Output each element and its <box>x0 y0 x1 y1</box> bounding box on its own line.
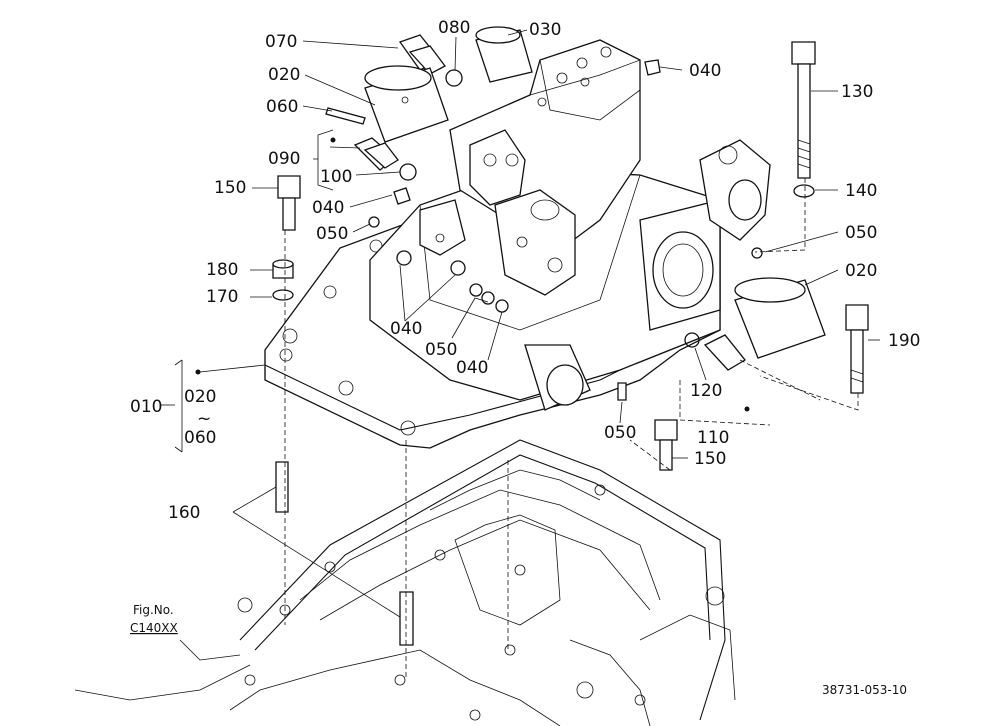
bolt-190 <box>845 304 869 394</box>
sleeve-030 <box>475 26 533 83</box>
callout-140: 140 <box>845 181 877 201</box>
reference-dots <box>195 137 750 412</box>
assembly-lines <box>284 178 859 680</box>
plug-050-right <box>751 247 763 259</box>
callout-050-left: 050 <box>316 224 348 244</box>
callout-010: 010 <box>130 397 162 417</box>
o-ring-080 <box>445 69 463 87</box>
callout-060-pin: 060 <box>266 97 298 117</box>
callout-040-left: 040 <box>312 198 344 218</box>
plug-040-top <box>644 59 661 76</box>
stud-160-left <box>275 461 289 513</box>
bolt-150-right <box>654 419 678 471</box>
fitting-070 <box>398 34 446 75</box>
leader-lines <box>160 29 880 661</box>
fig-no-label: Fig.No. <box>133 603 174 617</box>
callout-090: 090 <box>268 149 300 169</box>
callout-050-lower: 050 <box>604 423 636 443</box>
pin-060 <box>325 107 366 125</box>
plug-050-lower <box>617 382 627 401</box>
drawing-code: 38731-053-10 <box>822 683 907 697</box>
o-ring-120 <box>684 332 700 348</box>
callout-050-center: 050 <box>425 340 457 360</box>
bolt-130 <box>791 41 816 179</box>
plug-050-left <box>368 216 380 228</box>
plug-cluster <box>396 250 509 313</box>
callout-020-upper: 020 <box>268 65 300 85</box>
callout-160: 160 <box>168 503 200 523</box>
o-ring-100 <box>399 163 417 181</box>
transmission-case-drawing <box>74 439 736 726</box>
callout-150-right: 150 <box>694 449 726 469</box>
fitting-110 <box>703 334 746 371</box>
fitting-090 <box>353 137 399 171</box>
bushing-020-upper <box>364 65 449 143</box>
fig-no-value: C140XX <box>130 621 178 635</box>
callout-060-range: 060 <box>184 428 216 448</box>
stud-160-right <box>399 591 414 646</box>
control-valve <box>419 39 771 296</box>
bolt-150-left <box>277 175 301 231</box>
callout-120: 120 <box>690 381 722 401</box>
bushing-020-lower <box>734 277 826 359</box>
nut-180 <box>272 259 294 279</box>
callout-130: 130 <box>841 82 873 102</box>
callout-040-lower: 040 <box>456 358 488 378</box>
callout-100: 100 <box>320 167 352 187</box>
callout-110: 110 <box>697 428 729 448</box>
callout-150-left: 150 <box>214 178 246 198</box>
callout-180: 180 <box>206 260 238 280</box>
callout-070: 070 <box>265 32 297 52</box>
plug-040-left <box>393 187 411 205</box>
callout-190: 190 <box>888 331 920 351</box>
washer-170 <box>272 289 294 301</box>
callout-050-right: 050 <box>845 223 877 243</box>
range-tilde: ~ <box>197 409 211 429</box>
callout-040-top: 040 <box>689 61 721 81</box>
callout-170: 170 <box>206 287 238 307</box>
callout-030: 030 <box>529 20 561 40</box>
callout-020-range: 020 <box>184 387 216 407</box>
callout-040-center: 040 <box>390 319 422 339</box>
callout-020-lower: 020 <box>845 261 877 281</box>
callout-080: 080 <box>438 18 470 38</box>
washer-140 <box>793 184 815 198</box>
